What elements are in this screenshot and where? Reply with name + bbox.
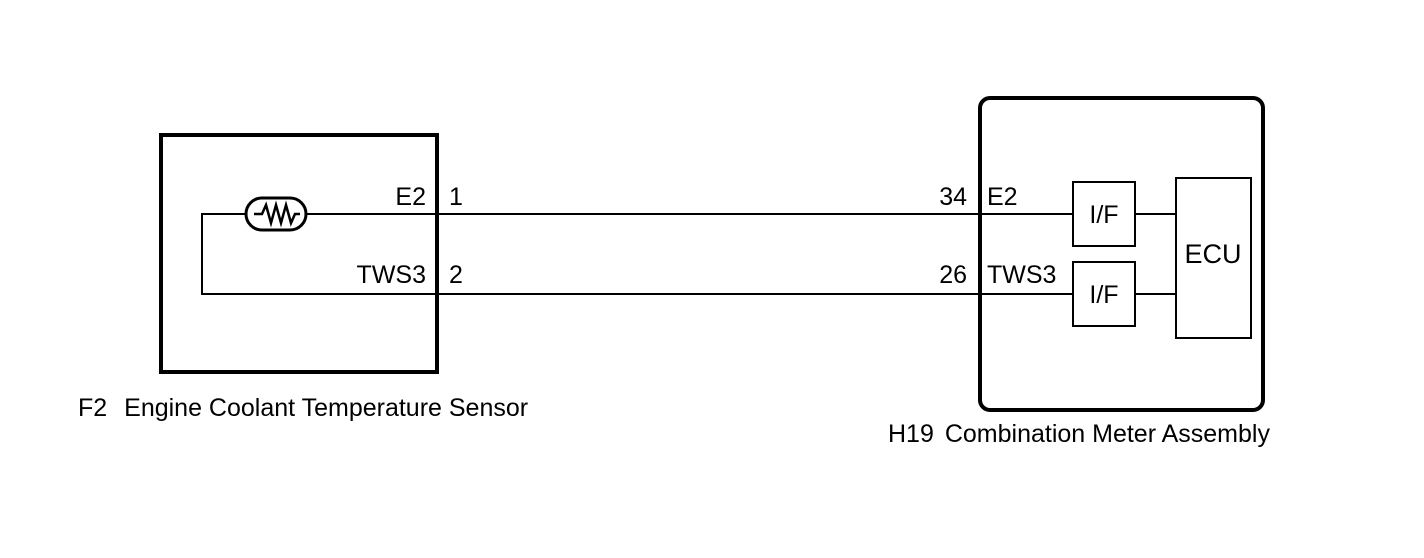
meter-name: Combination Meter Assembly bbox=[945, 420, 1271, 448]
ecu-label: ECU bbox=[1184, 239, 1241, 269]
sensor-internal-wire bbox=[201, 213, 437, 295]
sensor-pin-2-number: 2 bbox=[449, 261, 463, 289]
interface-box-1 bbox=[1072, 181, 1136, 247]
meter-caption: H19 Combination Meter Assembly bbox=[888, 420, 1270, 448]
meter-pin-2-terminal: TWS3 bbox=[987, 261, 1056, 289]
sensor-box bbox=[159, 133, 439, 374]
sensor-ref: F2 bbox=[78, 394, 107, 422]
thermistor-icon bbox=[244, 196, 308, 232]
sensor-name: Engine Coolant Temperature Sensor bbox=[124, 394, 528, 422]
interface-label-2: I/F bbox=[1089, 281, 1118, 309]
sensor-caption: F2 Engine Coolant Temperature Sensor bbox=[78, 394, 528, 422]
meter-pin-2-number: 26 bbox=[939, 261, 967, 289]
ecu-box bbox=[1175, 177, 1252, 339]
meter-ref: H19 bbox=[888, 420, 934, 448]
interface-box-2 bbox=[1072, 261, 1136, 327]
meter-pin-1-terminal: E2 bbox=[987, 183, 1018, 211]
meter-box bbox=[978, 96, 1265, 412]
sensor-pin-2-terminal: TWS3 bbox=[357, 261, 426, 289]
sensor-pin-1-terminal: E2 bbox=[395, 183, 426, 211]
meter-pin-1-number: 34 bbox=[939, 183, 967, 211]
interface-label-1: I/F bbox=[1089, 201, 1118, 229]
sensor-pin-1-number: 1 bbox=[449, 183, 463, 211]
